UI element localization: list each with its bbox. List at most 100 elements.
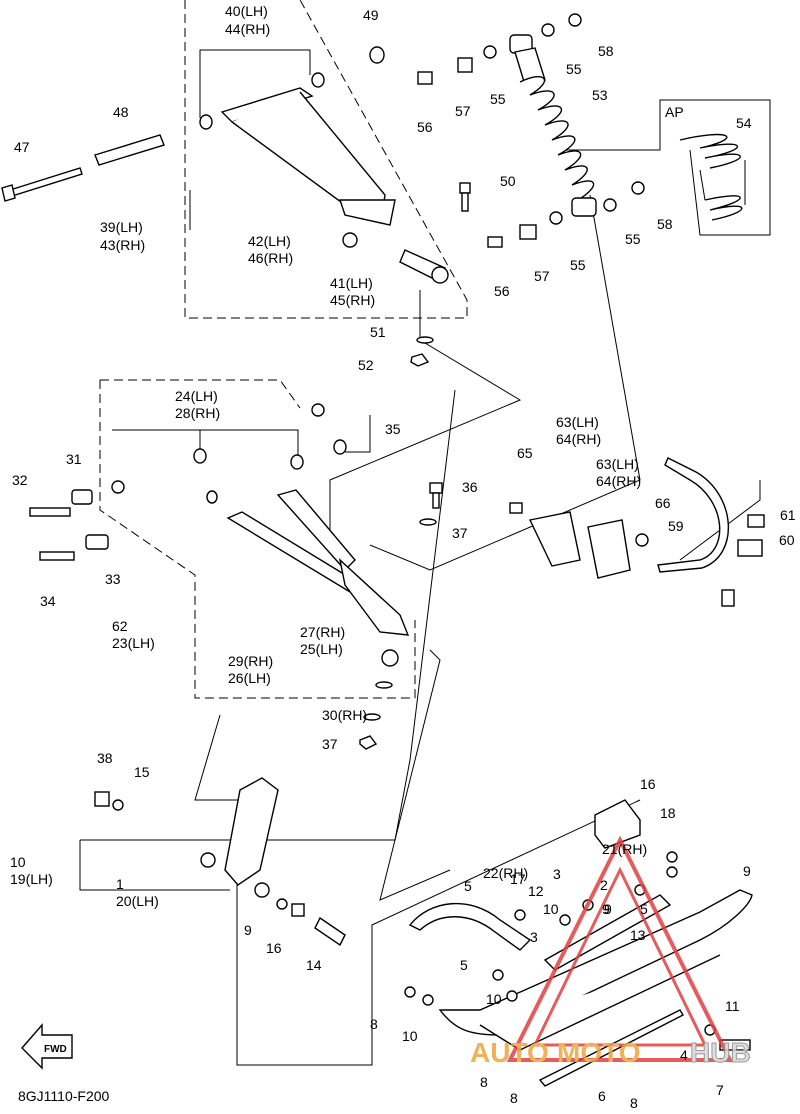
washer-51 — [416, 336, 434, 344]
callout-label: 16 — [640, 776, 656, 792]
fwd-label: FWD — [44, 1044, 67, 1055]
callout-label: 65 — [517, 445, 533, 461]
watermark-text-moto: MOTO — [557, 1037, 640, 1068]
ski — [408, 799, 753, 1087]
callout-label: 38 — [97, 750, 113, 766]
callout-label: 55 — [566, 61, 582, 77]
shock-hardware-top — [417, 13, 582, 85]
callout-label: 8 — [480, 1074, 488, 1090]
callout-label: 66 — [655, 495, 671, 511]
callout-label: 18 — [660, 805, 676, 821]
callout-label: 6 — [598, 1088, 606, 1104]
callout-label: 9 — [244, 922, 252, 938]
callout-label: 32 — [12, 472, 28, 488]
nut-38 — [359, 735, 378, 750]
callout-label: 50 — [500, 173, 516, 189]
callout-label: 10 — [402, 1028, 418, 1044]
watermark-text-auto: AUTO — [470, 1037, 549, 1068]
callout-label: 13 — [630, 927, 646, 943]
callout-label: 2 — [600, 877, 608, 893]
watermark: AUTO MOTO HUB — [470, 835, 751, 1069]
spindle-knuckle — [94, 777, 346, 947]
callout-label: 19(LH) — [10, 871, 53, 887]
callout-label: 25(LH) — [300, 641, 343, 657]
callout-label: 59 — [668, 518, 684, 534]
callout-label: 26(LH) — [228, 670, 271, 686]
detail-ap-label: AP — [665, 104, 684, 120]
callout-label: 37 — [322, 736, 338, 752]
fwd-arrow: FWD — [21, 1023, 73, 1070]
callout-label: 60 — [779, 532, 795, 548]
callout-label: 4 — [680, 1047, 688, 1063]
callout-label: 3 — [530, 929, 538, 945]
callout-label: 63(LH) — [596, 456, 639, 472]
callout-label: 52 — [358, 357, 374, 373]
bolt-50 — [459, 182, 471, 212]
callout-label: 31 — [66, 451, 82, 467]
callout-label: 10 — [10, 854, 26, 870]
callout-label: 48 — [113, 104, 129, 120]
washer-30 — [375, 681, 393, 689]
callout-label: 55 — [625, 231, 641, 247]
assembly-boundaries — [99, 0, 468, 699]
callout-label: 5 — [0, 0, 8, 3]
callout-label: 56 — [417, 119, 433, 135]
callout-label: 10 — [486, 991, 502, 1007]
connection-lines — [79, 49, 771, 1066]
callout-label: 7 — [716, 1082, 724, 1098]
callout-label: 40(LH) — [225, 3, 268, 19]
callout-label: 9 — [604, 901, 612, 917]
callout-label: 16 — [266, 940, 282, 956]
callout-label: 5 — [640, 901, 648, 917]
callout-label: 30(RH) — [322, 707, 367, 723]
callout-label: 55 — [490, 91, 506, 107]
upper-ball-joint — [342, 232, 449, 284]
detail-ap-spring — [679, 133, 746, 221]
callout-label: 58 — [657, 216, 673, 232]
callout-label: 64(RH) — [556, 431, 601, 447]
callout-label: 47 — [14, 139, 30, 155]
callout-label: 8 — [630, 1095, 638, 1111]
washers-37 — [363, 518, 437, 721]
watermark-text-hub: HUB — [690, 1037, 751, 1068]
callout-label: 45(RH) — [330, 292, 375, 308]
callout-label: 17 — [510, 871, 526, 887]
detail-ap-frame: AP — [665, 104, 684, 120]
callout-label: 37 — [452, 525, 468, 541]
callout-label: 54 — [736, 115, 752, 131]
callout-label: 28(RH) — [175, 405, 220, 421]
bolt-36 — [429, 482, 443, 509]
upper-a-arm — [199, 46, 396, 226]
callout-label: 8 — [510, 1090, 518, 1106]
callout-label: 34 — [40, 593, 56, 609]
diagram-code: 8GJ1110-F200 — [18, 1088, 110, 1104]
callout-label: 29(RH) — [228, 653, 273, 669]
callout-label: 55 — [570, 257, 586, 273]
callout-label: 41(LH) — [330, 275, 373, 291]
callout-label: 10 — [543, 901, 559, 917]
callout-label: 11 — [725, 998, 740, 1014]
callout-label: 36 — [462, 479, 478, 495]
upper-pivot-shaft — [1, 134, 165, 202]
callout-label: 5 — [464, 878, 472, 894]
callout-label: 23(LH) — [112, 635, 155, 651]
callout-label: 49 — [363, 7, 379, 23]
callout-label: 21(RH) — [602, 841, 647, 857]
callout-label: 27(RH) — [300, 624, 345, 640]
callout-label: 56 — [494, 283, 510, 299]
callout-label: 20(LH) — [116, 893, 159, 909]
callout-label: 3 — [553, 866, 561, 882]
callout-label: 14 — [306, 957, 322, 973]
callout-label: 5 — [460, 957, 468, 973]
callout-label: 35 — [385, 421, 401, 437]
callout-label: 15 — [134, 764, 150, 780]
callout-label: 62 — [112, 618, 128, 634]
nut-52 — [410, 353, 430, 367]
callout-label: 9 — [743, 863, 751, 879]
callout-label: 43(RH) — [100, 237, 145, 253]
shock-hardware-bottom — [487, 181, 645, 248]
callout-label: 12 — [528, 883, 544, 899]
callout-label: 58 — [598, 43, 614, 59]
